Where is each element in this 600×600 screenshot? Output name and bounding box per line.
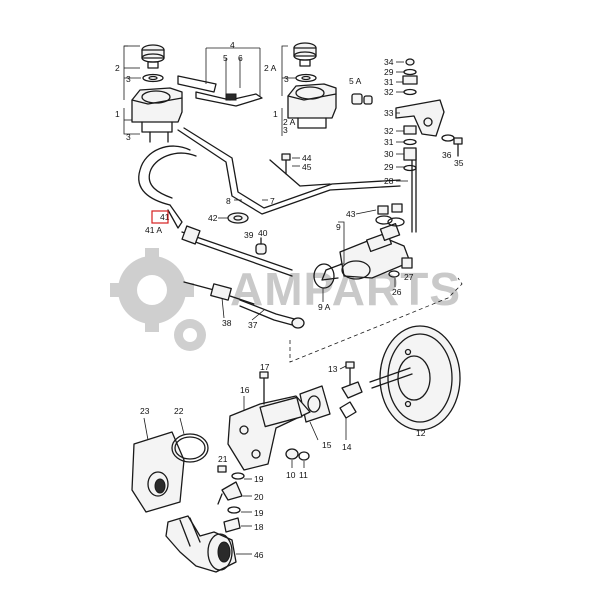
part-grommet-5A (351, 93, 373, 105)
callout-30: 30 (384, 149, 394, 159)
callout-3-right-lower: 3 (283, 125, 288, 135)
callout-31-upper: 31 (384, 77, 394, 87)
callout-28: 28 (384, 176, 394, 186)
callout-45: 45 (302, 162, 312, 172)
callout-15: 15 (322, 440, 332, 450)
callout-3-upper-left: 3 (126, 74, 131, 84)
part-pedal-bracket-16 (227, 395, 311, 471)
callout-32-upper: 32 (384, 87, 394, 97)
callout-10: 10 (286, 470, 296, 480)
callout-2: 2 (115, 63, 120, 73)
callout-2A-lower: 2 A (283, 117, 296, 127)
part-pipe-39 (181, 225, 293, 277)
callout-41-highlight (151, 210, 169, 224)
part-reservoir-cap-left (141, 44, 165, 83)
callout-43: 43 (346, 209, 356, 219)
callout-6: 6 (238, 53, 243, 63)
callout-14: 14 (342, 442, 352, 452)
part-washer-11 (298, 451, 310, 461)
part-brake-booster (369, 325, 461, 431)
callout-13: 13 (328, 364, 338, 374)
part-bolt-17 (259, 371, 269, 405)
part-pin-13 (345, 361, 355, 387)
part-clamp-22 (171, 433, 209, 463)
part-clevis-14 (339, 381, 363, 419)
watermark-gear-icon (110, 248, 206, 351)
callout-27: 27 (404, 272, 414, 282)
callout-20: 20 (254, 492, 264, 502)
callout-39: 39 (244, 230, 254, 240)
callout-3-right: 3 (284, 74, 289, 84)
part-fittings-43 (375, 203, 405, 227)
callout-19-lower: 19 (254, 508, 264, 518)
part-master-cylinder (321, 222, 411, 281)
part-bolt-44 (281, 153, 291, 175)
callout-19-upper: 19 (254, 474, 264, 484)
part-boot-46 (165, 515, 237, 573)
callout-7: 7 (270, 196, 275, 206)
callout-1-right: 1 (273, 109, 278, 119)
part-cap-40 (255, 237, 267, 255)
part-grommet-42 (227, 212, 249, 224)
callout-9A: 9 A (318, 302, 331, 312)
callout-12: 12 (416, 428, 426, 438)
part-spring-21 (217, 465, 227, 473)
callout-44: 44 (302, 153, 312, 163)
callout-41A: 41 A (145, 225, 162, 235)
callout-18: 18 (254, 522, 264, 532)
callout-1: 1 (115, 109, 120, 119)
callout-5: 5 (223, 53, 228, 63)
watermark: AMPARTS (110, 248, 460, 351)
callout-38: 38 (222, 318, 232, 328)
callout-21: 21 (218, 454, 228, 464)
callout-32-lower: 32 (384, 126, 394, 136)
part-nut-10 (285, 448, 299, 460)
part-reservoir-left (131, 87, 183, 143)
callout-16: 16 (240, 385, 250, 395)
part-nut-27 (401, 257, 413, 269)
callout-8: 8 (226, 196, 231, 206)
callout-26: 26 (392, 287, 402, 297)
callout-34: 34 (384, 57, 394, 67)
part-lever-20 (217, 481, 243, 505)
callout-46: 46 (254, 550, 264, 560)
callout-35: 35 (454, 158, 464, 168)
part-plate-18 (223, 517, 241, 533)
callout-29-lower: 29 (384, 162, 394, 172)
callout-23: 23 (140, 406, 150, 416)
callout-37: 37 (248, 320, 258, 330)
callout-17: 17 (260, 362, 270, 372)
part-reservoir-right (287, 83, 337, 129)
callout-3-lower-left: 3 (126, 132, 131, 142)
part-hose-clip (177, 75, 263, 107)
callout-40: 40 (258, 228, 268, 238)
booster-frame (289, 277, 463, 363)
callout-41: 41 (160, 212, 170, 222)
part-boot-23 (131, 431, 185, 513)
part-fitting-38 (183, 281, 255, 305)
part-spring-19a (231, 472, 245, 480)
callout-4: 4 (230, 40, 235, 50)
callout-36: 36 (442, 150, 452, 160)
callout-42: 42 (208, 213, 218, 223)
callout-11: 11 (299, 470, 308, 480)
part-pipe-7-8 (177, 127, 401, 215)
part-hose-41 (138, 145, 197, 229)
callout-33: 33 (384, 108, 394, 118)
part-stack-right (395, 58, 463, 172)
part-stud-28 (411, 149, 417, 233)
part-mount-plate-15 (299, 385, 331, 423)
callout-31-lower: 31 (384, 137, 394, 147)
callout-22: 22 (174, 406, 184, 416)
callout-5A: 5 A (349, 76, 362, 86)
part-clip-19b (227, 506, 241, 514)
part-seal-9A (313, 263, 335, 289)
callout-29-upper: 29 (384, 67, 394, 77)
part-reservoir-cap-right (293, 42, 317, 83)
part-washer-26 (388, 270, 400, 278)
callout-2A: 2 A (264, 63, 277, 73)
callout-9: 9 (336, 222, 341, 232)
part-pipe-37 (239, 299, 305, 329)
